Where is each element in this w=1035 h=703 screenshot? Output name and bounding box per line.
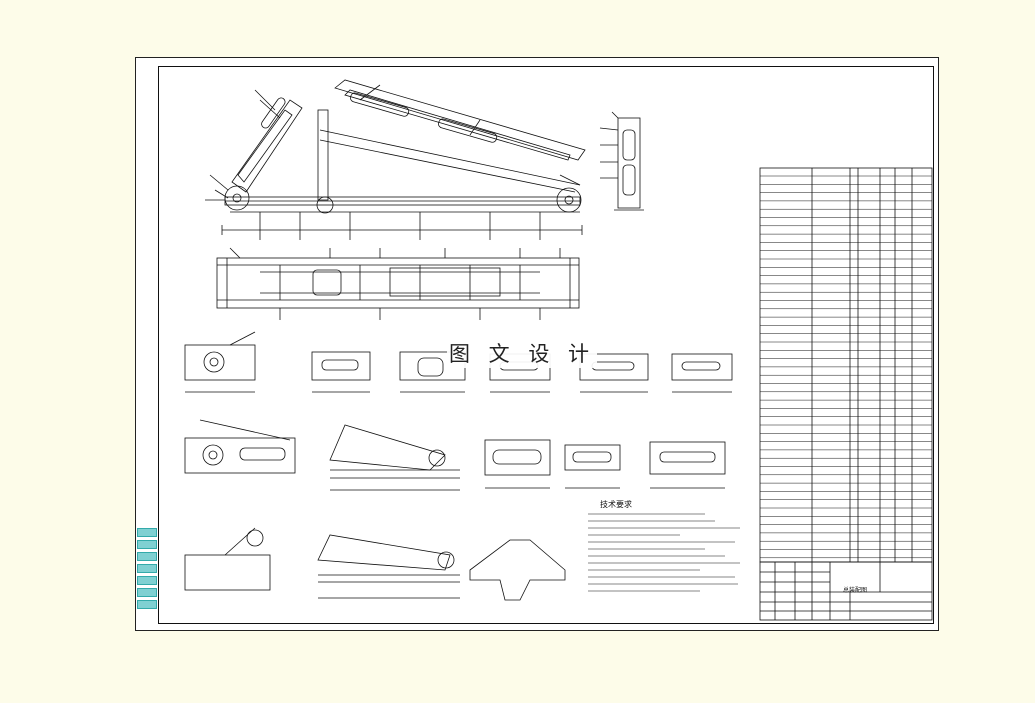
detail-row-3 <box>184 527 566 601</box>
plan-view <box>216 247 580 320</box>
drawing-frame <box>158 66 934 624</box>
title-block-label: 总装配图 <box>843 587 868 594</box>
detail-row-2 <box>184 419 726 491</box>
stamp-4 <box>137 564 157 573</box>
technical-notes-title: 技术要求 <box>600 500 632 509</box>
stamp-7 <box>137 600 157 609</box>
parts-list-table <box>759 167 933 563</box>
title-block <box>759 561 933 621</box>
stamp-1 <box>137 528 157 537</box>
main-elevation-view <box>205 79 586 240</box>
watermark: 图 文 设 计 <box>447 338 597 368</box>
side-view <box>599 111 644 211</box>
stamp-3 <box>137 552 157 561</box>
technical-notes-text <box>588 513 740 592</box>
detail-row-1 <box>184 331 733 393</box>
stamp-2 <box>137 540 157 549</box>
stamp-5 <box>137 576 157 585</box>
stamp-6 <box>137 588 157 597</box>
